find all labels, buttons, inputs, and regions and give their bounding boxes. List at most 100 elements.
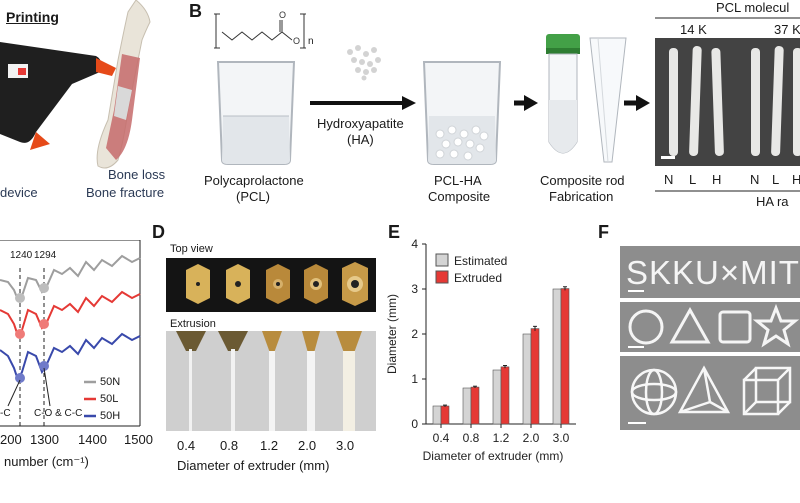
subscript-n: n — [308, 36, 314, 47]
tube-and-mold-icon — [546, 34, 627, 163]
annotation-c-o-c-c: C-O & C-C — [34, 408, 83, 419]
ha-powder-icon — [347, 45, 381, 81]
shapes-3d-drawing — [628, 365, 792, 424]
arrow-right-icon-3 — [624, 95, 650, 111]
d-x-tick-1-2: 1.2 — [260, 438, 279, 453]
y-tick-label: 3 — [411, 282, 418, 296]
pcl-label-1: Polycaprolactone — [204, 173, 304, 188]
x-tick-1300: 1300 — [30, 432, 59, 447]
composite-label-2: Composite — [428, 189, 491, 204]
rod-label-n1: N — [664, 172, 674, 187]
rod-label-h1: H — [712, 172, 722, 187]
svg-text:O: O — [293, 36, 300, 46]
spectrum-50h — [0, 332, 141, 383]
peak-1294-label: 1294 — [34, 250, 57, 261]
nozzle-3-0 — [342, 262, 368, 306]
x-axis-label: Diameter of extruder (mm) — [423, 449, 564, 463]
x-tick-1400: 1400 — [78, 432, 107, 447]
x-tick-label: 2.0 — [523, 431, 540, 445]
d-x-tick-0-4: 0.4 — [177, 438, 196, 453]
ha-label-2: (HA) — [347, 132, 374, 147]
nozzle-top-view-drawing — [186, 262, 368, 306]
y-tick-label: 0 — [411, 417, 418, 431]
legend-swatch-extruded — [435, 270, 449, 284]
x-tick-label: 0.8 — [463, 431, 480, 445]
panel-b-letter: B — [189, 1, 202, 21]
bar-extruded — [530, 328, 540, 425]
d-x-tick-2-0: 2.0 — [298, 438, 317, 453]
printed-2d-shapes-photo — [620, 302, 800, 352]
legend-label-extruded: Extruded — [454, 271, 502, 285]
y-tick-label: 1 — [411, 372, 418, 386]
glue-gun-illustration — [0, 42, 116, 150]
x-tick-label: 0.4 — [433, 431, 450, 445]
extrusion-drawing — [166, 331, 376, 431]
panel-f-letter: F — [598, 222, 609, 242]
bar-estimated — [432, 405, 442, 425]
legend-50h: 50H — [100, 410, 121, 422]
bar-extruded — [470, 386, 480, 425]
legend-50l: 50L — [100, 393, 119, 405]
printed-text-sample: SKKU×MIT — [626, 254, 800, 291]
x-tick-label: 3.0 — [553, 431, 570, 445]
beaker-composite — [422, 61, 502, 165]
legend-label-estimated: Estimated — [454, 254, 507, 268]
printed-text-photo: SKKU×MIT — [620, 246, 800, 298]
bar-extruded — [440, 405, 450, 425]
annotation-c-c: -C — [0, 408, 11, 419]
rods-drawing — [655, 38, 800, 166]
legend-swatch-estimated — [435, 253, 449, 267]
nozzle-2-0 — [304, 264, 328, 304]
nozzle-1-2 — [266, 264, 290, 304]
rod-label-l2: L — [772, 172, 780, 187]
ftir-spectra-plot — [0, 240, 141, 427]
panel-d-letter: D — [152, 222, 165, 242]
bar-estimated — [522, 333, 532, 425]
ha-ratio-bracket — [655, 190, 800, 192]
y-tick-label: 4 — [411, 237, 418, 251]
d-x-axis-label: Diameter of extruder (mm) — [177, 458, 330, 473]
mw-37k-label: 37 K — [774, 22, 800, 37]
shapes-2d-drawing — [628, 303, 800, 348]
arrow-right-icon-2 — [514, 95, 538, 111]
rod-label-l1: L — [689, 172, 697, 187]
panel-e-letter: E — [388, 222, 401, 242]
pcl-structure-diagram: O O — [214, 10, 306, 49]
bar-estimated — [492, 369, 502, 425]
arrow-right-icon — [310, 96, 416, 110]
rod-label-n2: N — [750, 172, 760, 187]
x-axis-label-c: number (cm⁻¹) — [4, 454, 89, 469]
bone-illustration — [96, 0, 151, 169]
composite-label-1: PCL-HA — [434, 173, 482, 188]
bone-fracture-label: Bone fracture — [86, 185, 165, 200]
bar-estimated — [552, 288, 562, 425]
extrusion-label: Extrusion — [170, 318, 216, 330]
rod-label-h2: H — [792, 172, 800, 187]
panel-a-title: Printing — [6, 9, 59, 25]
device-label: device — [0, 185, 38, 200]
legend-swatches — [84, 380, 96, 418]
bone-loss-label: Bone loss — [108, 167, 166, 182]
legend-50n: 50N — [100, 376, 121, 388]
x-tick-label: 1.2 — [493, 431, 510, 445]
mw-bracket — [655, 17, 800, 19]
x-tick-1500: 1500 — [124, 432, 153, 447]
ha-label-1: Hydroxyapatite — [317, 116, 404, 131]
pcl-label-2: (PCL) — [236, 189, 270, 204]
d-x-tick-3-0: 3.0 — [336, 438, 355, 453]
nozzle-0-8 — [226, 264, 250, 304]
extrusion-photo — [166, 331, 376, 431]
bar-extruded — [500, 366, 510, 425]
x-tick-200: 200 — [0, 432, 22, 447]
beaker-pcl — [216, 61, 296, 165]
svg-text:O: O — [279, 10, 286, 20]
y-axis-label: Diameter (mm) — [385, 294, 399, 374]
nozzle-top-view-photo — [166, 258, 376, 312]
scale-bar — [628, 290, 644, 292]
pcl-molecular-title: PCL molecul — [716, 0, 790, 15]
printed-3d-shapes-photo — [620, 356, 800, 430]
y-tick-label: 2 — [411, 327, 418, 341]
peak-1240-label: 1240 — [10, 250, 33, 261]
d-x-tick-0-8: 0.8 — [220, 438, 239, 453]
